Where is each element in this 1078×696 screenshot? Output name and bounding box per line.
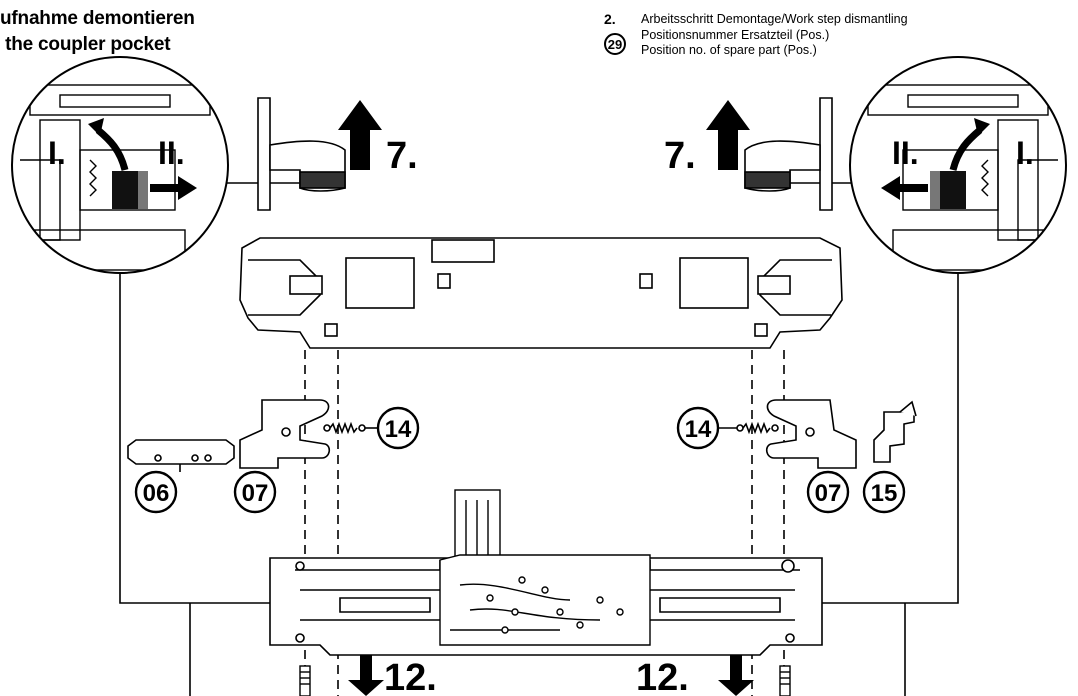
- part-number-coupler-left: 07: [242, 480, 269, 507]
- arrow-up-icon: [706, 100, 750, 170]
- detail-right-step-one: I.: [1016, 135, 1034, 171]
- title-line-german: ufnahme demontieren: [0, 8, 195, 29]
- legend: 2. Arbeitsschritt Demontage/Work step di…: [604, 12, 1024, 72]
- detail-right-step-two: II.: [892, 135, 919, 171]
- title-line-english: the coupler pocket: [0, 34, 171, 55]
- part-number-coupler-right: 07: [815, 480, 842, 507]
- coupler-pocket-left: [257, 97, 346, 211]
- coupler-pocket-right: [744, 97, 833, 211]
- part-number-spring-right: 14: [685, 416, 712, 443]
- arrow-up-icon: [338, 100, 382, 170]
- connector-lines: [119, 182, 959, 696]
- part-number-bracket: 15: [871, 480, 898, 507]
- lamp-bar: [127, 439, 235, 472]
- screw-icon: [779, 665, 791, 696]
- coupler-left: [239, 399, 331, 469]
- detail-circle-left: [11, 56, 229, 274]
- circuit-board: [439, 489, 651, 646]
- upper-chassis: [239, 237, 843, 349]
- detail-circle-right: [849, 56, 1067, 274]
- fastening-step-right: 12.: [636, 657, 689, 696]
- lift-step-left: 7.: [386, 135, 418, 177]
- spring-left: [323, 421, 378, 435]
- fastening-step-left: 12.: [384, 657, 437, 696]
- arrow-down-icon: [348, 655, 384, 696]
- lift-step-right: 7.: [664, 135, 696, 177]
- page-title: ufnahme demontieren the coupler pocket: [0, 6, 195, 58]
- legend-position-badge: 29: [604, 33, 626, 55]
- detail-left-step-two: II.: [158, 135, 185, 171]
- legend-step-number: 2.: [604, 11, 616, 27]
- screw-icon: [299, 665, 311, 696]
- arrow-down-icon: [718, 655, 754, 696]
- detail-left-step-one: I.: [48, 135, 66, 171]
- legend-position-text-german: Positionsnummer Ersatzteil (Pos.): [641, 28, 830, 42]
- left-coupler-head: [112, 171, 138, 209]
- coupler-right: [765, 399, 857, 469]
- right-coupler-head: [940, 171, 966, 209]
- part-number-spring-left: 14: [385, 416, 412, 443]
- legend-position-text-english: Position no. of spare part (Pos.): [641, 43, 817, 57]
- part-number-lamp-bar: 06: [143, 480, 170, 507]
- legend-step-text: Arbeitsschritt Demontage/Work step disma…: [641, 12, 908, 26]
- bracket: [873, 400, 917, 463]
- spring-right: [718, 421, 779, 435]
- part-bubbles: [134, 406, 906, 514]
